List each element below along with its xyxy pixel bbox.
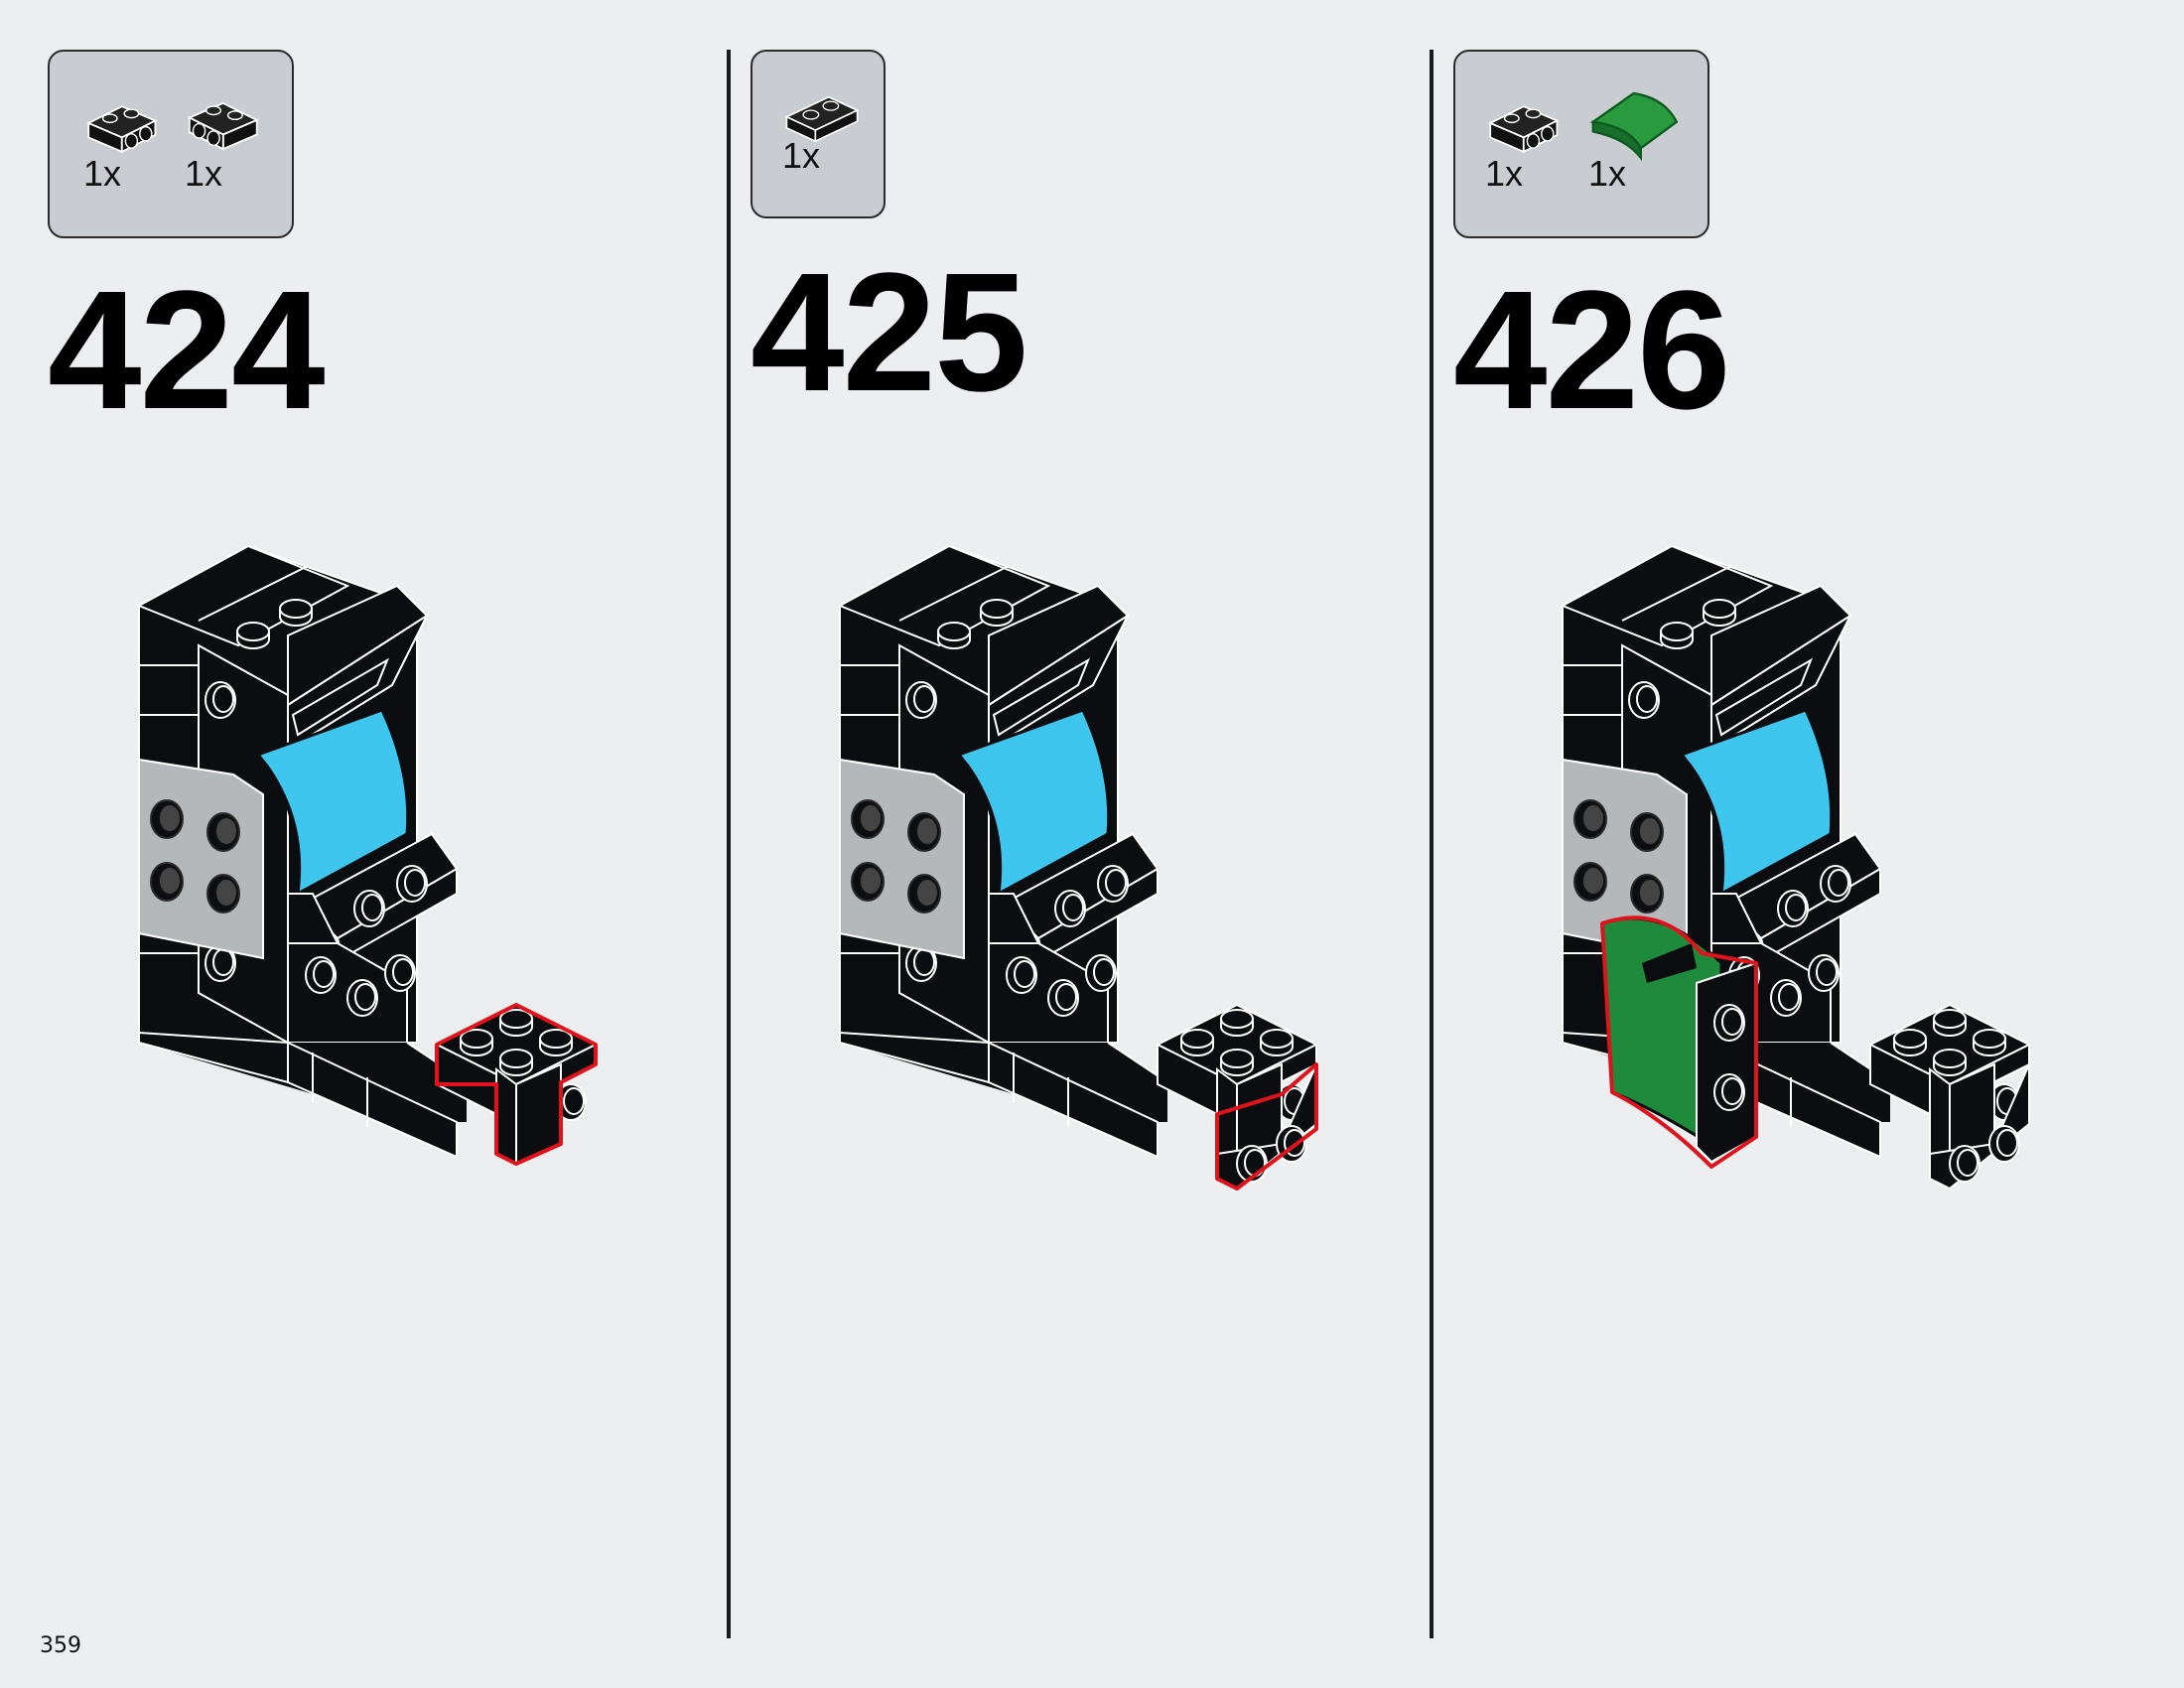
- assembly-model: [119, 526, 598, 1166]
- part-quantity: 1x: [782, 135, 821, 176]
- build-step-426: 1x 1x 426: [1433, 0, 2134, 1688]
- parts-callout: 1x 1x: [1453, 50, 1709, 238]
- step-number: 424: [48, 256, 326, 445]
- step-divider-1: [727, 50, 731, 1638]
- part-quantity: 1x: [185, 153, 223, 194]
- parts-callout: 1x 1x: [48, 50, 294, 238]
- build-step-424: 1x 1x 424: [0, 0, 701, 1688]
- page-number: 359: [40, 1633, 81, 1658]
- assembly-model: [820, 526, 1318, 1191]
- part-quantity: 1x: [1485, 153, 1524, 194]
- green-curved-slope-icon: [1591, 91, 1679, 160]
- assembly-model: [1543, 526, 2030, 1191]
- black-bracket-plate-inverted-icon: [188, 102, 258, 150]
- black-bracket-plate-icon: [87, 105, 157, 153]
- step-divider-2: [1430, 50, 1433, 1638]
- step-number: 426: [1453, 256, 1731, 445]
- parts-callout: 1x: [751, 50, 886, 218]
- step-number: 425: [751, 238, 1028, 427]
- build-step-425: 1x 425: [731, 0, 1432, 1688]
- part-quantity: 1x: [1588, 153, 1627, 194]
- black-bracket-plate-icon: [1489, 105, 1559, 153]
- part-quantity: 1x: [83, 153, 122, 194]
